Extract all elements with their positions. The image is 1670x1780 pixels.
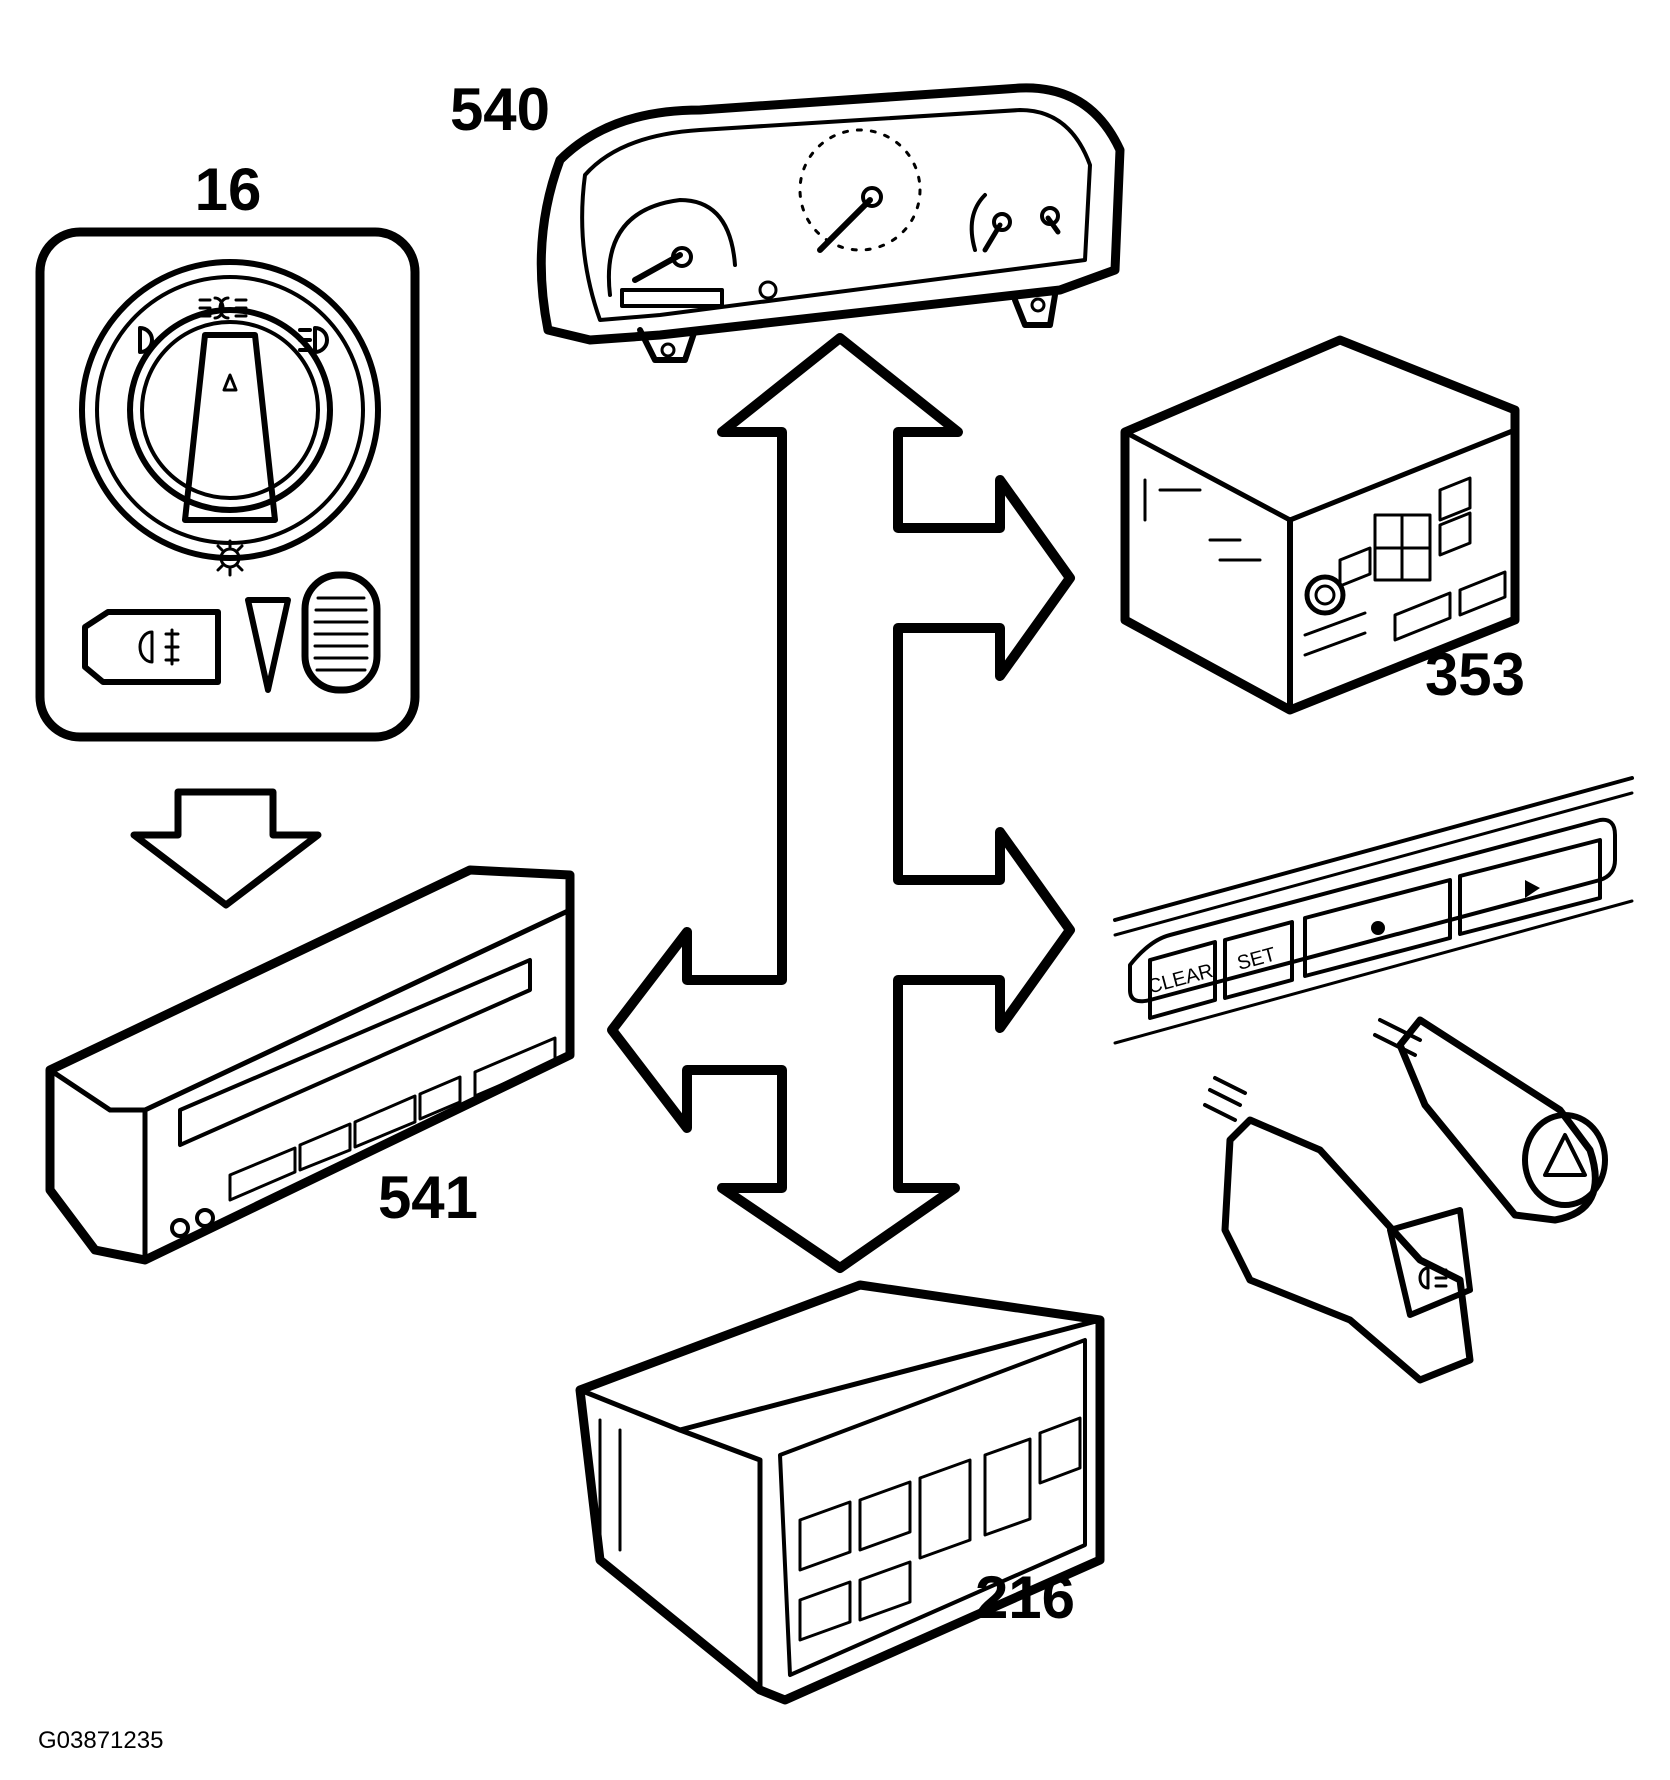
hazard-switch (1373, 1016, 1608, 1224)
light-switch-module (35, 227, 420, 742)
display-button-minus[interactable] (353, 1094, 417, 1149)
speed-plus-button[interactable] (1458, 838, 1602, 936)
label-540: 540 (450, 76, 550, 143)
speed-minus-button[interactable] (1303, 878, 1452, 978)
minus-dot-icon (1371, 921, 1385, 935)
dimmer-indicator (245, 597, 291, 693)
label-541: 541 (378, 1164, 478, 1231)
display-button-1[interactable] (228, 1146, 297, 1202)
set-button-label: SET (1235, 944, 1278, 975)
label-216: 216 (975, 1564, 1075, 1631)
fog-icon (1418, 1266, 1448, 1290)
headlight-high-icon (298, 326, 329, 354)
cruise-control-panel: CLEAR SET (1113, 776, 1634, 1045)
radio-unit (1120, 335, 1520, 715)
instrument-light-icon (211, 539, 249, 577)
label-16: 16 (195, 156, 262, 223)
headlight-low-icon (138, 326, 154, 354)
label-353: 353 (1425, 641, 1525, 708)
fog-light-button[interactable] (82, 609, 221, 685)
display-button-plus[interactable] (418, 1075, 462, 1121)
dimmer-thumbwheel[interactable] (301, 571, 381, 694)
parking-light-icon (198, 296, 248, 320)
play-plus-icon (1525, 880, 1540, 898)
information-display (45, 865, 575, 1265)
fog-light-icon (138, 628, 180, 666)
clear-button[interactable]: CLEAR (1145, 940, 1217, 1020)
figure-code: G03871235 (38, 1727, 163, 1754)
communication-bus-arrows (607, 333, 1075, 1273)
set-button[interactable]: SET (1223, 920, 1294, 1000)
fog-light-switch (1203, 1076, 1474, 1384)
instrument-cluster (536, 83, 1125, 363)
down-arrow (130, 788, 322, 909)
display-button-night[interactable] (473, 1036, 557, 1098)
display-button-set[interactable] (298, 1122, 352, 1172)
climate-control-unit (575, 1280, 1105, 1705)
hazard-triangle-icon (1543, 1133, 1587, 1177)
